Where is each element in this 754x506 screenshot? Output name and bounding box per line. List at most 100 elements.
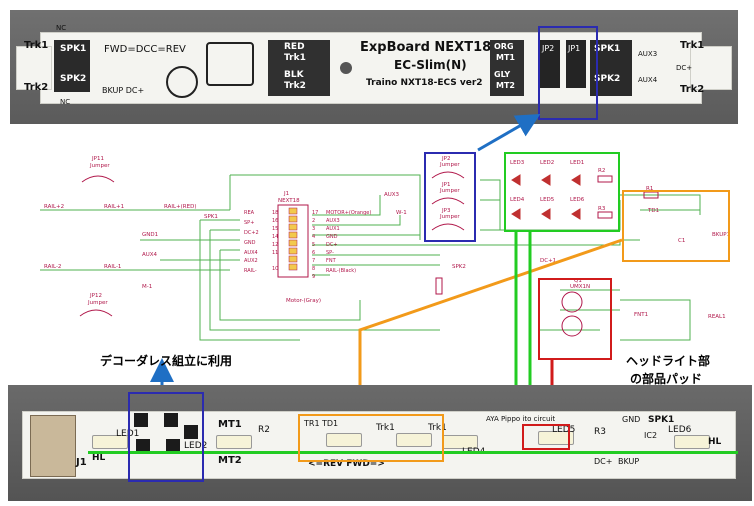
decoderless-caption: デコーダレス組立に利用: [100, 354, 233, 368]
org-label: ORG: [494, 42, 514, 51]
led1-photo-label: LED1: [116, 429, 140, 439]
mt1-label: MT1: [496, 53, 515, 62]
tr1-photo-label: TR1: [304, 419, 320, 428]
dc-plus-label: DC+: [676, 64, 693, 72]
jp3-sch-label: JP3: [441, 208, 451, 214]
jp1-sch-label: JP1: [441, 182, 450, 188]
jp1-pad: [566, 40, 586, 88]
dc-plus-photo-label: DC+: [594, 457, 613, 466]
motor-gray-label: Motor-(Gray): [286, 298, 321, 304]
spk1-right-label: SPK1: [594, 44, 621, 54]
headlight-caption-1: ヘッドライト部: [626, 354, 711, 368]
jp11-label: JP11: [91, 156, 104, 162]
real1-label: REAL1: [708, 314, 726, 320]
transistor-q1: [561, 291, 583, 337]
blk-label: BLK: [284, 70, 304, 80]
jp3-sch-sub: Jumper: [439, 214, 460, 220]
led6-photo-label: LED6: [668, 425, 692, 435]
w1-label: W-1: [396, 210, 407, 216]
j1-connector: [277, 204, 309, 278]
trk1-photo-label-a: Trk1: [376, 423, 395, 433]
led4-label: LED4: [510, 197, 525, 203]
pin-right-4: DC+: [326, 242, 338, 248]
led5-component: [538, 431, 574, 445]
spk1-left-label: SPK1: [60, 44, 87, 54]
rail-plus-red-label: RAIL+(RED): [164, 204, 196, 210]
blue-frame-jumpers: [424, 152, 476, 242]
spk2-right-label: SPK2: [594, 74, 621, 84]
r1-sch-label: R1: [646, 186, 653, 192]
j1-photo-label: J1: [76, 457, 87, 468]
pin-right-num-6: 7: [312, 258, 315, 264]
trk2-left-label: Trk2: [24, 82, 49, 93]
pin-right-num-5: 6: [312, 250, 315, 256]
spk2-left-label: SPK2: [60, 74, 87, 84]
aux4-label: AUX4: [638, 76, 658, 84]
top-board-photo: Trk1 Trk2 NC NC SPK1 SPK2 FWD=DCC=REV BK…: [10, 10, 738, 124]
decoderless-pad-3: [136, 439, 150, 453]
trk2-right-label: Trk2: [680, 84, 705, 95]
trk1-photo-label-b: Trk1: [428, 423, 447, 433]
red-frame-headlight: [538, 278, 612, 360]
led4-component: [396, 433, 432, 447]
mt2-photo-label: MT2: [218, 455, 242, 466]
led6-label: LED6: [570, 197, 585, 203]
pin-right-num-2: 3: [312, 226, 315, 232]
board-title: ExpBoard NEXT18: [360, 40, 492, 55]
bkup1-label: BKUP1: [712, 232, 730, 238]
led5-photo-label: LED5: [552, 425, 576, 435]
j1-left-pins: REA SP+ DC+2 GND AUX4 AUX2 RAIL- 18 16 1…: [244, 210, 278, 274]
rail-plus1-label: RAIL+1: [104, 204, 124, 210]
jp1-label: JP1: [568, 44, 581, 53]
ic2-photo-label: IC2: [644, 431, 658, 440]
jp1-sch-sub: Jumper: [439, 188, 460, 194]
pin-left-3: GND: [244, 240, 256, 246]
j1-connector-photo: [30, 415, 76, 477]
led3-label: LED3: [510, 160, 525, 166]
red-label: RED: [284, 42, 305, 52]
jumper-symbols: [79, 171, 465, 317]
mt-led-photo: [216, 435, 252, 449]
jp2-label: JP2: [542, 44, 555, 53]
blue-frame-decoderless-pads: [128, 392, 204, 482]
pin-right-1: AUX3: [326, 218, 340, 224]
j1-right-pins: 17 2 3 4 5 6 7 8 9 MOTOR+(Orange) AUX3 A…: [312, 210, 371, 280]
board-subtitle: EC-Slim(N): [394, 58, 467, 72]
mt1-photo-label: MT1: [218, 419, 242, 430]
board-version: Traino NXT18-ECS ver2: [366, 78, 483, 88]
led2-photo-label: LED2: [184, 441, 208, 451]
led5-label: LED5: [540, 197, 555, 203]
decoderless-pad-5: [184, 425, 198, 439]
top-pcb-right-tab: [690, 46, 732, 90]
red-frame-headlight-pads: [522, 424, 570, 450]
trk1-right-label: Trk1: [680, 40, 705, 51]
orange-frame-backup: [622, 190, 730, 262]
pin-right-3: GND: [326, 234, 338, 240]
decoderless-pad-4: [166, 439, 180, 453]
umx1n-label: UMX1N: [570, 284, 590, 290]
pin-left-2: DC+2: [244, 230, 259, 236]
pin-right-5: SP-: [326, 250, 334, 256]
hl-photo-label: HL: [92, 453, 106, 463]
blue-highlight-jumpers: [538, 26, 598, 120]
red-blk-pad: [268, 40, 330, 96]
top-pcb-left-tab: [16, 46, 52, 90]
r3-photo-label: R3: [594, 427, 606, 437]
pin-left-num-3: 14: [272, 234, 278, 240]
gly-label: GLY: [494, 70, 511, 79]
spk1-photo-label: SPK1: [648, 415, 675, 425]
blue-arrow-to-top: [477, 114, 541, 152]
spk2-sch-label: SPK2: [452, 264, 466, 270]
next18-label: NEXT18: [278, 198, 300, 204]
c1-sch-label: C1: [678, 238, 685, 244]
fwd-dcc-rev-label: FWD=DCC=REV: [104, 44, 186, 55]
tr1-component: [326, 433, 362, 447]
red-trk-label: Trk1: [284, 53, 306, 63]
td1-sch-label: TD1: [647, 208, 659, 214]
jp11-sub: Jumper: [89, 163, 110, 169]
gnd1-label: GND1: [142, 232, 158, 238]
bkup-photo-label: BKUP: [618, 457, 640, 466]
led1-photo: [92, 435, 128, 449]
dcc-logo: [206, 42, 254, 86]
